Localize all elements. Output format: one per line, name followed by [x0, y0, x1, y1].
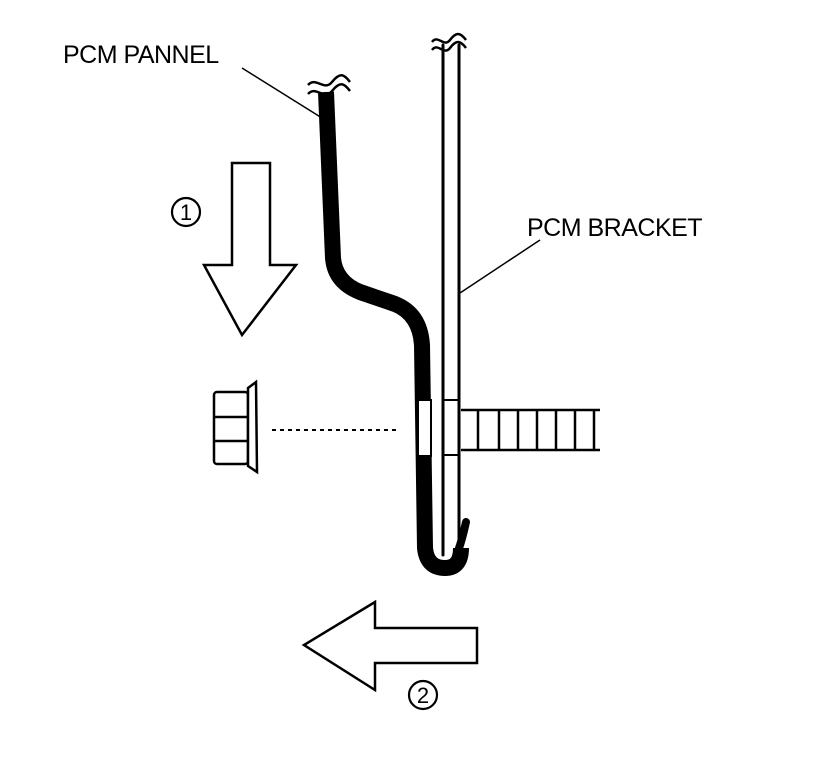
down-arrow-icon [201, 161, 299, 338]
panel-leader-line [241, 67, 323, 119]
mounting-hole [417, 399, 432, 457]
break-marks [307, 32, 467, 96]
bracket-leader-line [459, 239, 541, 294]
flange-nut [212, 379, 259, 475]
pcm-panel-label: PCM PANNEL [63, 41, 219, 69]
pcm-bracket-label: PCM BRACKET [527, 214, 702, 242]
pcm-panel [318, 91, 469, 576]
threaded-stud [461, 408, 600, 452]
step-1-marker [170, 196, 202, 228]
step-2-number: 2 [417, 683, 429, 708]
step-2-marker [407, 679, 439, 711]
pcm-bracket [441, 43, 470, 557]
step-1-number: 1 [180, 200, 192, 225]
left-arrow-icon [301, 599, 479, 693]
